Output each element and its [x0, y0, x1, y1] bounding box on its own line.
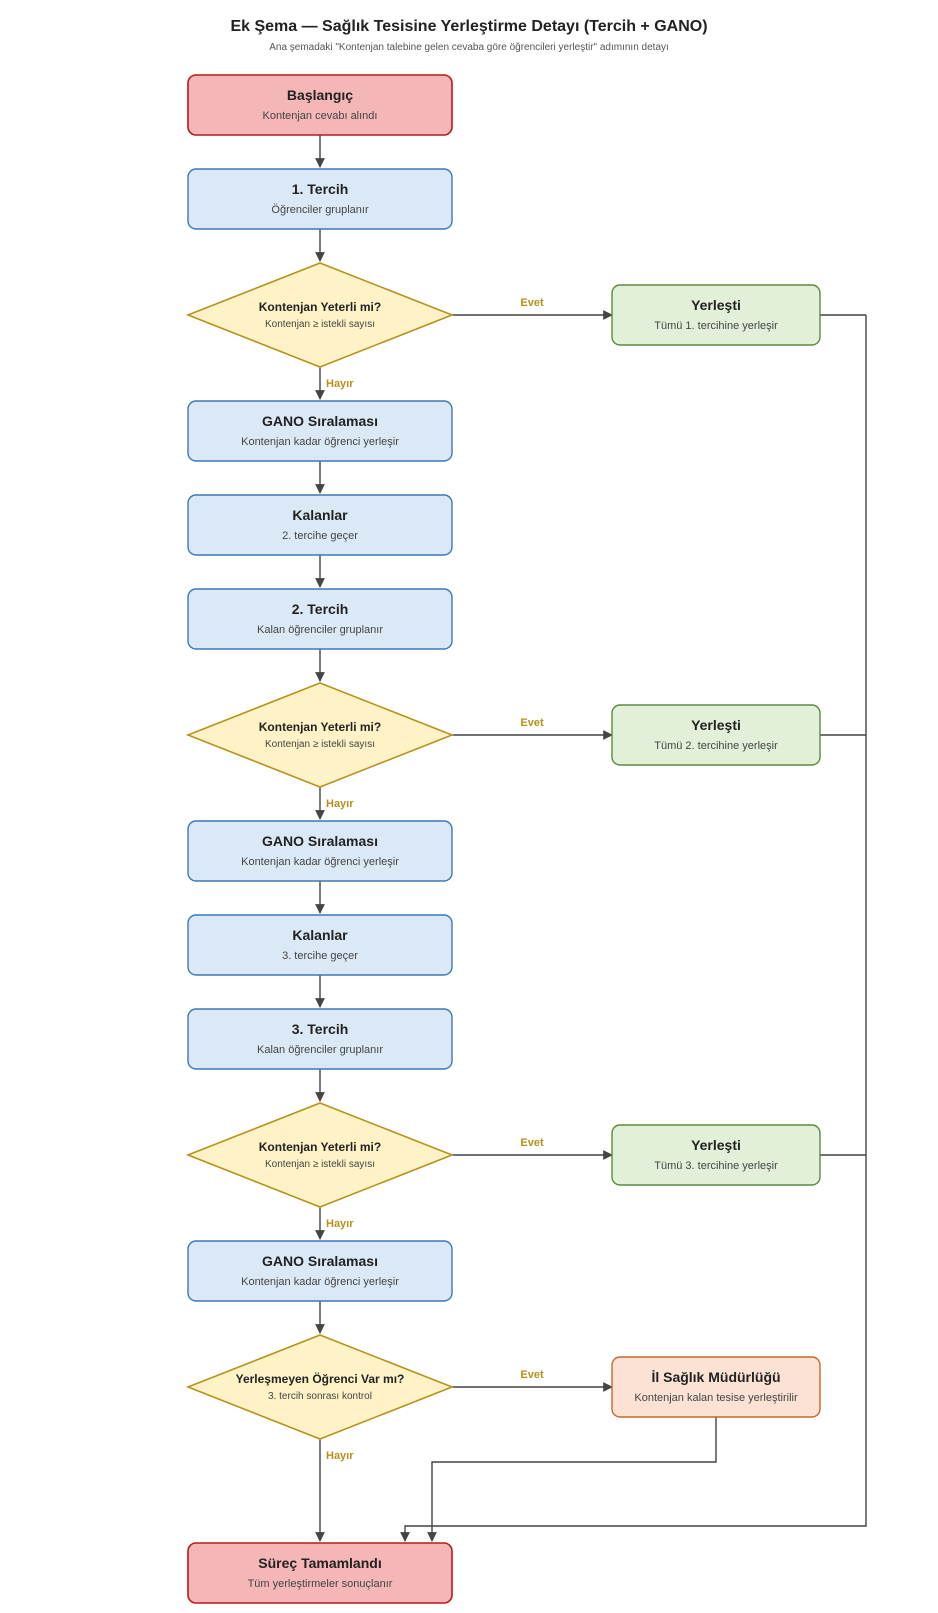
- node-subtitle: Öğrenciler gruplanır: [271, 204, 369, 216]
- edge-label-no-4: Hayır: [326, 1450, 354, 1462]
- node-pref2: 2. Tercih Kalan öğrenciler gruplanır: [187, 588, 453, 650]
- node-dec1: Kontenjan Yeterli mi? Kontenjan ≥ istekl…: [185, 262, 455, 368]
- process-shape: [187, 914, 453, 976]
- node-dec2: Kontenjan Yeterli mi? Kontenjan ≥ istekl…: [185, 682, 455, 788]
- node-il: İl Sağlık Müdürlüğü Kontenjan kalan tesi…: [611, 1356, 821, 1418]
- node-placed3: Yerleşti Tümü 3. tercihine yerleşir: [611, 1124, 821, 1186]
- diagram-title: Ek Şema — Sağlık Tesisine Yerleştirme De…: [230, 18, 707, 35]
- node-title: Yerleşmeyen Öğrenci Var mı?: [236, 1371, 405, 1386]
- node-title: Kontenjan Yeterli mi?: [259, 300, 381, 314]
- edge-label-yes-3: Evet: [520, 1137, 544, 1149]
- node-dec4: Yerleşmeyen Öğrenci Var mı? 3. tercih so…: [185, 1334, 455, 1440]
- edge-label-no-2: Hayır: [326, 798, 354, 810]
- process-shape: [187, 1240, 453, 1302]
- node-title: GANO Sıralaması: [262, 833, 378, 849]
- node-title: GANO Sıralaması: [262, 413, 378, 429]
- edge-label-yes-4: Evet: [520, 1369, 544, 1381]
- node-placed2: Yerleşti Tümü 2. tercihine yerleşir: [611, 704, 821, 766]
- node-subtitle: 3. tercihe geçer: [282, 950, 358, 962]
- decision-shape: [185, 1102, 455, 1208]
- node-title: Yerleşti: [691, 717, 741, 733]
- node-subtitle: 3. tercih sonrası kontrol: [268, 1391, 372, 1402]
- node-subtitle: Kalan öğrenciler gruplanır: [257, 624, 383, 636]
- process-shape: [187, 588, 453, 650]
- node-title: 3. Tercih: [292, 1021, 349, 1037]
- node-end: Süreç Tamamlandı Tüm yerleştirmeler sonu…: [187, 1542, 453, 1604]
- node-title: Kalanlar: [292, 927, 348, 943]
- node-placed1: Yerleşti Tümü 1. tercihine yerleşir: [611, 284, 821, 346]
- edge-label-no-1: Hayır: [326, 378, 354, 390]
- node-subtitle: Kontenjan kadar öğrenci yerleşir: [241, 436, 399, 448]
- connectors: [315, 135, 867, 1542]
- node-title: Süreç Tamamlandı: [258, 1555, 381, 1571]
- terminal-shape: [187, 1542, 453, 1604]
- node-subtitle: Kontenjan kadar öğrenci yerleşir: [241, 1276, 399, 1288]
- diagram-subtitle: Ana şemadaki "Kontenjan talebine gelen c…: [269, 42, 669, 53]
- node-subtitle: Kontenjan ≥ istekli sayısı: [265, 319, 375, 330]
- edge-label-yes-1: Evet: [520, 297, 544, 309]
- edge-il-end: [427, 1417, 717, 1542]
- node-subtitle: Kontenjan ≥ istekli sayısı: [265, 739, 375, 750]
- decision-shape: [185, 1334, 455, 1440]
- edge-labels: Evet Hayır Evet Hayır Evet Hayır Evet Ha…: [326, 297, 544, 1462]
- node-pref1: 1. Tercih Öğrenciler gruplanır: [187, 168, 453, 230]
- edge-label-yes-2: Evet: [520, 717, 544, 729]
- node-gano2: GANO Sıralaması Kontenjan kadar öğrenci …: [187, 820, 453, 882]
- node-start: Başlangıç Kontenjan cevabı alındı: [187, 74, 453, 136]
- node-subtitle: Kontenjan kalan tesise yerleştirilir: [634, 1392, 798, 1404]
- decision-shape: [185, 682, 455, 788]
- node-rem1: Kalanlar 2. tercihe geçer: [187, 494, 453, 556]
- node-subtitle: Tümü 2. tercihine yerleşir: [654, 740, 778, 752]
- orange-shape: [611, 1356, 821, 1418]
- node-title: 1. Tercih: [292, 181, 349, 197]
- process-shape: [187, 168, 453, 230]
- node-subtitle: Kontenjan kadar öğrenci yerleşir: [241, 856, 399, 868]
- node-subtitle: Kontenjan ≥ istekli sayısı: [265, 1159, 375, 1170]
- node-pref3: 3. Tercih Kalan öğrenciler gruplanır: [187, 1008, 453, 1070]
- node-rem2: Kalanlar 3. tercihe geçer: [187, 914, 453, 976]
- node-subtitle: Tümü 3. tercihine yerleşir: [654, 1160, 778, 1172]
- node-subtitle: Kalan öğrenciler gruplanır: [257, 1044, 383, 1056]
- node-title: 2. Tercih: [292, 601, 349, 617]
- node-title: Kontenjan Yeterli mi?: [259, 1140, 381, 1154]
- node-gano3: GANO Sıralaması Kontenjan kadar öğrenci …: [187, 1240, 453, 1302]
- process-shape: [187, 400, 453, 462]
- process-shape: [187, 494, 453, 556]
- node-title: GANO Sıralaması: [262, 1253, 378, 1269]
- node-title: Yerleşti: [691, 1137, 741, 1153]
- edge-label-no-3: Hayır: [326, 1218, 354, 1230]
- node-subtitle: Tüm yerleştirmeler sonuçlanır: [248, 1578, 393, 1590]
- node-title: Kontenjan Yeterli mi?: [259, 720, 381, 734]
- process-shape: [187, 1008, 453, 1070]
- node-title: Kalanlar: [292, 507, 348, 523]
- success-shape: [611, 704, 821, 766]
- node-title: Yerleşti: [691, 297, 741, 313]
- decision-shape: [185, 262, 455, 368]
- node-subtitle: 2. tercihe geçer: [282, 530, 358, 542]
- node-gano1: GANO Sıralaması Kontenjan kadar öğrenci …: [187, 400, 453, 462]
- node-title: İl Sağlık Müdürlüğü: [651, 1369, 780, 1385]
- node-subtitle: Tümü 1. tercihine yerleşir: [654, 320, 778, 332]
- process-shape: [187, 820, 453, 882]
- success-shape: [611, 1124, 821, 1186]
- node-title: Başlangıç: [287, 87, 353, 103]
- success-shape: [611, 284, 821, 346]
- edge-bus-end: [400, 315, 867, 1542]
- node-subtitle: Kontenjan cevabı alındı: [263, 110, 378, 122]
- node-dec3: Kontenjan Yeterli mi? Kontenjan ≥ istekl…: [185, 1102, 455, 1208]
- terminal-shape: [187, 74, 453, 136]
